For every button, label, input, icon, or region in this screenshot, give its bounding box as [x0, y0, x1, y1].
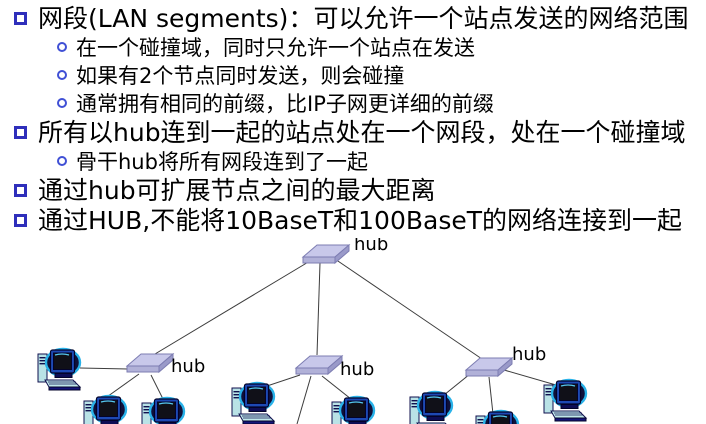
computer-icon	[330, 395, 378, 424]
bullet-item: 网段(LAN segments)：可以允许一个站点发送的网络范围	[0, 4, 706, 34]
computer-icon	[140, 396, 188, 424]
computer-icon	[230, 381, 278, 424]
bullet-text: 通常拥有相同的前缀，比IP子网更详细的前缀	[76, 92, 494, 116]
circle-bullet-icon	[57, 98, 67, 108]
hub-icon	[293, 353, 345, 379]
bullet-item: 在一个碰撞域，同时只允许一个站点在发送	[0, 34, 706, 62]
square-bullet-icon	[14, 184, 27, 197]
hub-label: hub	[171, 356, 206, 377]
computer-icon	[542, 378, 590, 422]
computer-icon	[474, 409, 522, 424]
computer-icon	[82, 394, 130, 424]
square-bullet-icon	[14, 12, 27, 25]
bullet-text: 所有以hub连到一起的站点处在一个网段，处在一个碰撞域	[38, 118, 686, 147]
bullet-text: 骨干hub将所有网段连到了一起	[76, 150, 368, 174]
computer-icon	[408, 390, 456, 424]
bullet-text: 通过HUB,不能将10BaseT和100BaseT的网络连接到一起	[38, 206, 683, 235]
circle-bullet-icon	[57, 156, 67, 166]
bullet-text: 在一个碰撞域，同时只允许一个站点在发送	[76, 36, 475, 60]
circle-bullet-icon	[57, 70, 67, 80]
hub-label: hub	[354, 238, 389, 255]
bullet-item: 通过hub可扩展节点之间的最大距离	[0, 176, 706, 206]
network-links	[79, 256, 557, 424]
bullet-item: 通过HUB,不能将10BaseT和100BaseT的网络连接到一起	[0, 206, 706, 236]
bullet-item: 所有以hub连到一起的站点处在一个网段，处在一个碰撞域	[0, 118, 706, 148]
bullet-text: 通过hub可扩展节点之间的最大距离	[38, 176, 436, 205]
bullet-item: 如果有2个节点同时发送，则会碰撞	[0, 62, 706, 90]
bullet-item: 通常拥有相同的前缀，比IP子网更详细的前缀	[0, 90, 706, 118]
computer-icon	[36, 347, 84, 391]
square-bullet-icon	[14, 126, 27, 139]
square-bullet-icon	[14, 214, 27, 227]
hub-icon	[463, 355, 515, 381]
hub-backbone: hub	[300, 238, 388, 268]
bullet-list: 网段(LAN segments)：可以允许一个站点发送的网络范围 在一个碰撞域，…	[0, 4, 706, 236]
bullet-text: 网段(LAN segments)：可以允许一个站点发送的网络范围	[38, 4, 689, 33]
hub-icon	[124, 351, 176, 377]
hub-left: hub	[124, 351, 205, 377]
hub-center: hub	[293, 353, 374, 379]
hub-right: hub	[463, 345, 546, 381]
hub-label: hub	[512, 344, 547, 365]
network-diagram: hub hub hub hub	[0, 238, 706, 424]
circle-bullet-icon	[57, 42, 67, 52]
bullet-item: 骨干hub将所有网段连到了一起	[0, 148, 706, 176]
hub-label: hub	[340, 359, 375, 380]
hub-icon	[300, 242, 352, 268]
bullet-text: 如果有2个节点同时发送，则会碰撞	[76, 64, 405, 88]
